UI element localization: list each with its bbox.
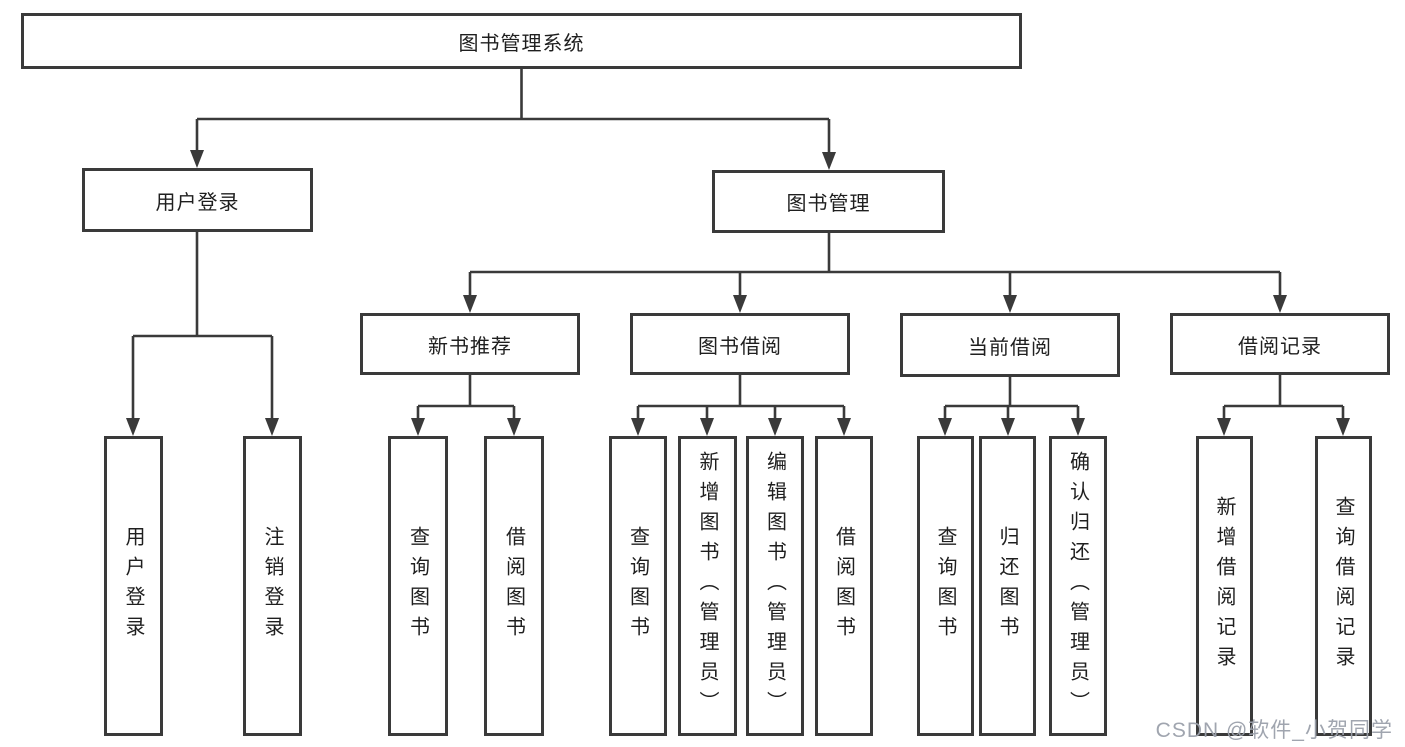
leaf-query-borrow-record: 查询借阅记录 (1315, 436, 1372, 736)
leaf-confirm-return-admin: 确认归还（管理员） (1049, 436, 1107, 736)
leaf-label: 查询借阅记录 (1332, 496, 1354, 676)
leaf-add-borrow-record: 新增借阅记录 (1196, 436, 1253, 736)
leaf-label: 查询图书 (626, 526, 649, 646)
leaf-query-books-2: 查询图书 (609, 436, 667, 736)
node-user-login: 用户登录 (82, 168, 313, 232)
leaf-label: 编辑图书（管理员） (763, 451, 786, 721)
arrowheads (126, 150, 1350, 436)
leaf-edit-books-admin: 编辑图书（管理员） (746, 436, 804, 736)
leaf-label: 借阅图书 (832, 526, 855, 646)
leaf-logout: 注销登录 (243, 436, 302, 736)
leaf-query-books-3: 查询图书 (917, 436, 974, 736)
leaf-label: 注销登录 (261, 526, 283, 646)
leaf-label: 用户登录 (122, 526, 144, 646)
leaf-borrow-books-2: 借阅图书 (815, 436, 873, 736)
leaf-label: 确认归还（管理员） (1066, 451, 1089, 721)
leaf-user-login: 用户登录 (104, 436, 163, 736)
node-new-book-recommendation: 新书推荐 (360, 313, 580, 375)
leaf-label: 新增借阅记录 (1213, 496, 1235, 676)
node-root-system: 图书管理系统 (21, 13, 1022, 69)
leaf-borrow-books-1: 借阅图书 (484, 436, 544, 736)
leaf-add-books-admin: 新增图书（管理员） (678, 436, 737, 736)
leaf-label: 归还图书 (996, 526, 1018, 646)
node-book-borrowing: 图书借阅 (630, 313, 850, 375)
leaf-label: 新增图书（管理员） (696, 451, 718, 721)
node-borrowing-records: 借阅记录 (1170, 313, 1390, 375)
leaf-label: 查询图书 (934, 526, 956, 646)
node-book-management: 图书管理 (712, 170, 945, 233)
csdn-watermark: CSDN @软件_小贺同学 (1155, 719, 1393, 742)
leaf-query-books-1: 查询图书 (388, 436, 448, 736)
node-current-borrowing: 当前借阅 (900, 313, 1120, 377)
leaf-label: 借阅图书 (502, 526, 525, 646)
leaf-return-books: 归还图书 (979, 436, 1036, 736)
leaf-label: 查询图书 (406, 526, 429, 646)
